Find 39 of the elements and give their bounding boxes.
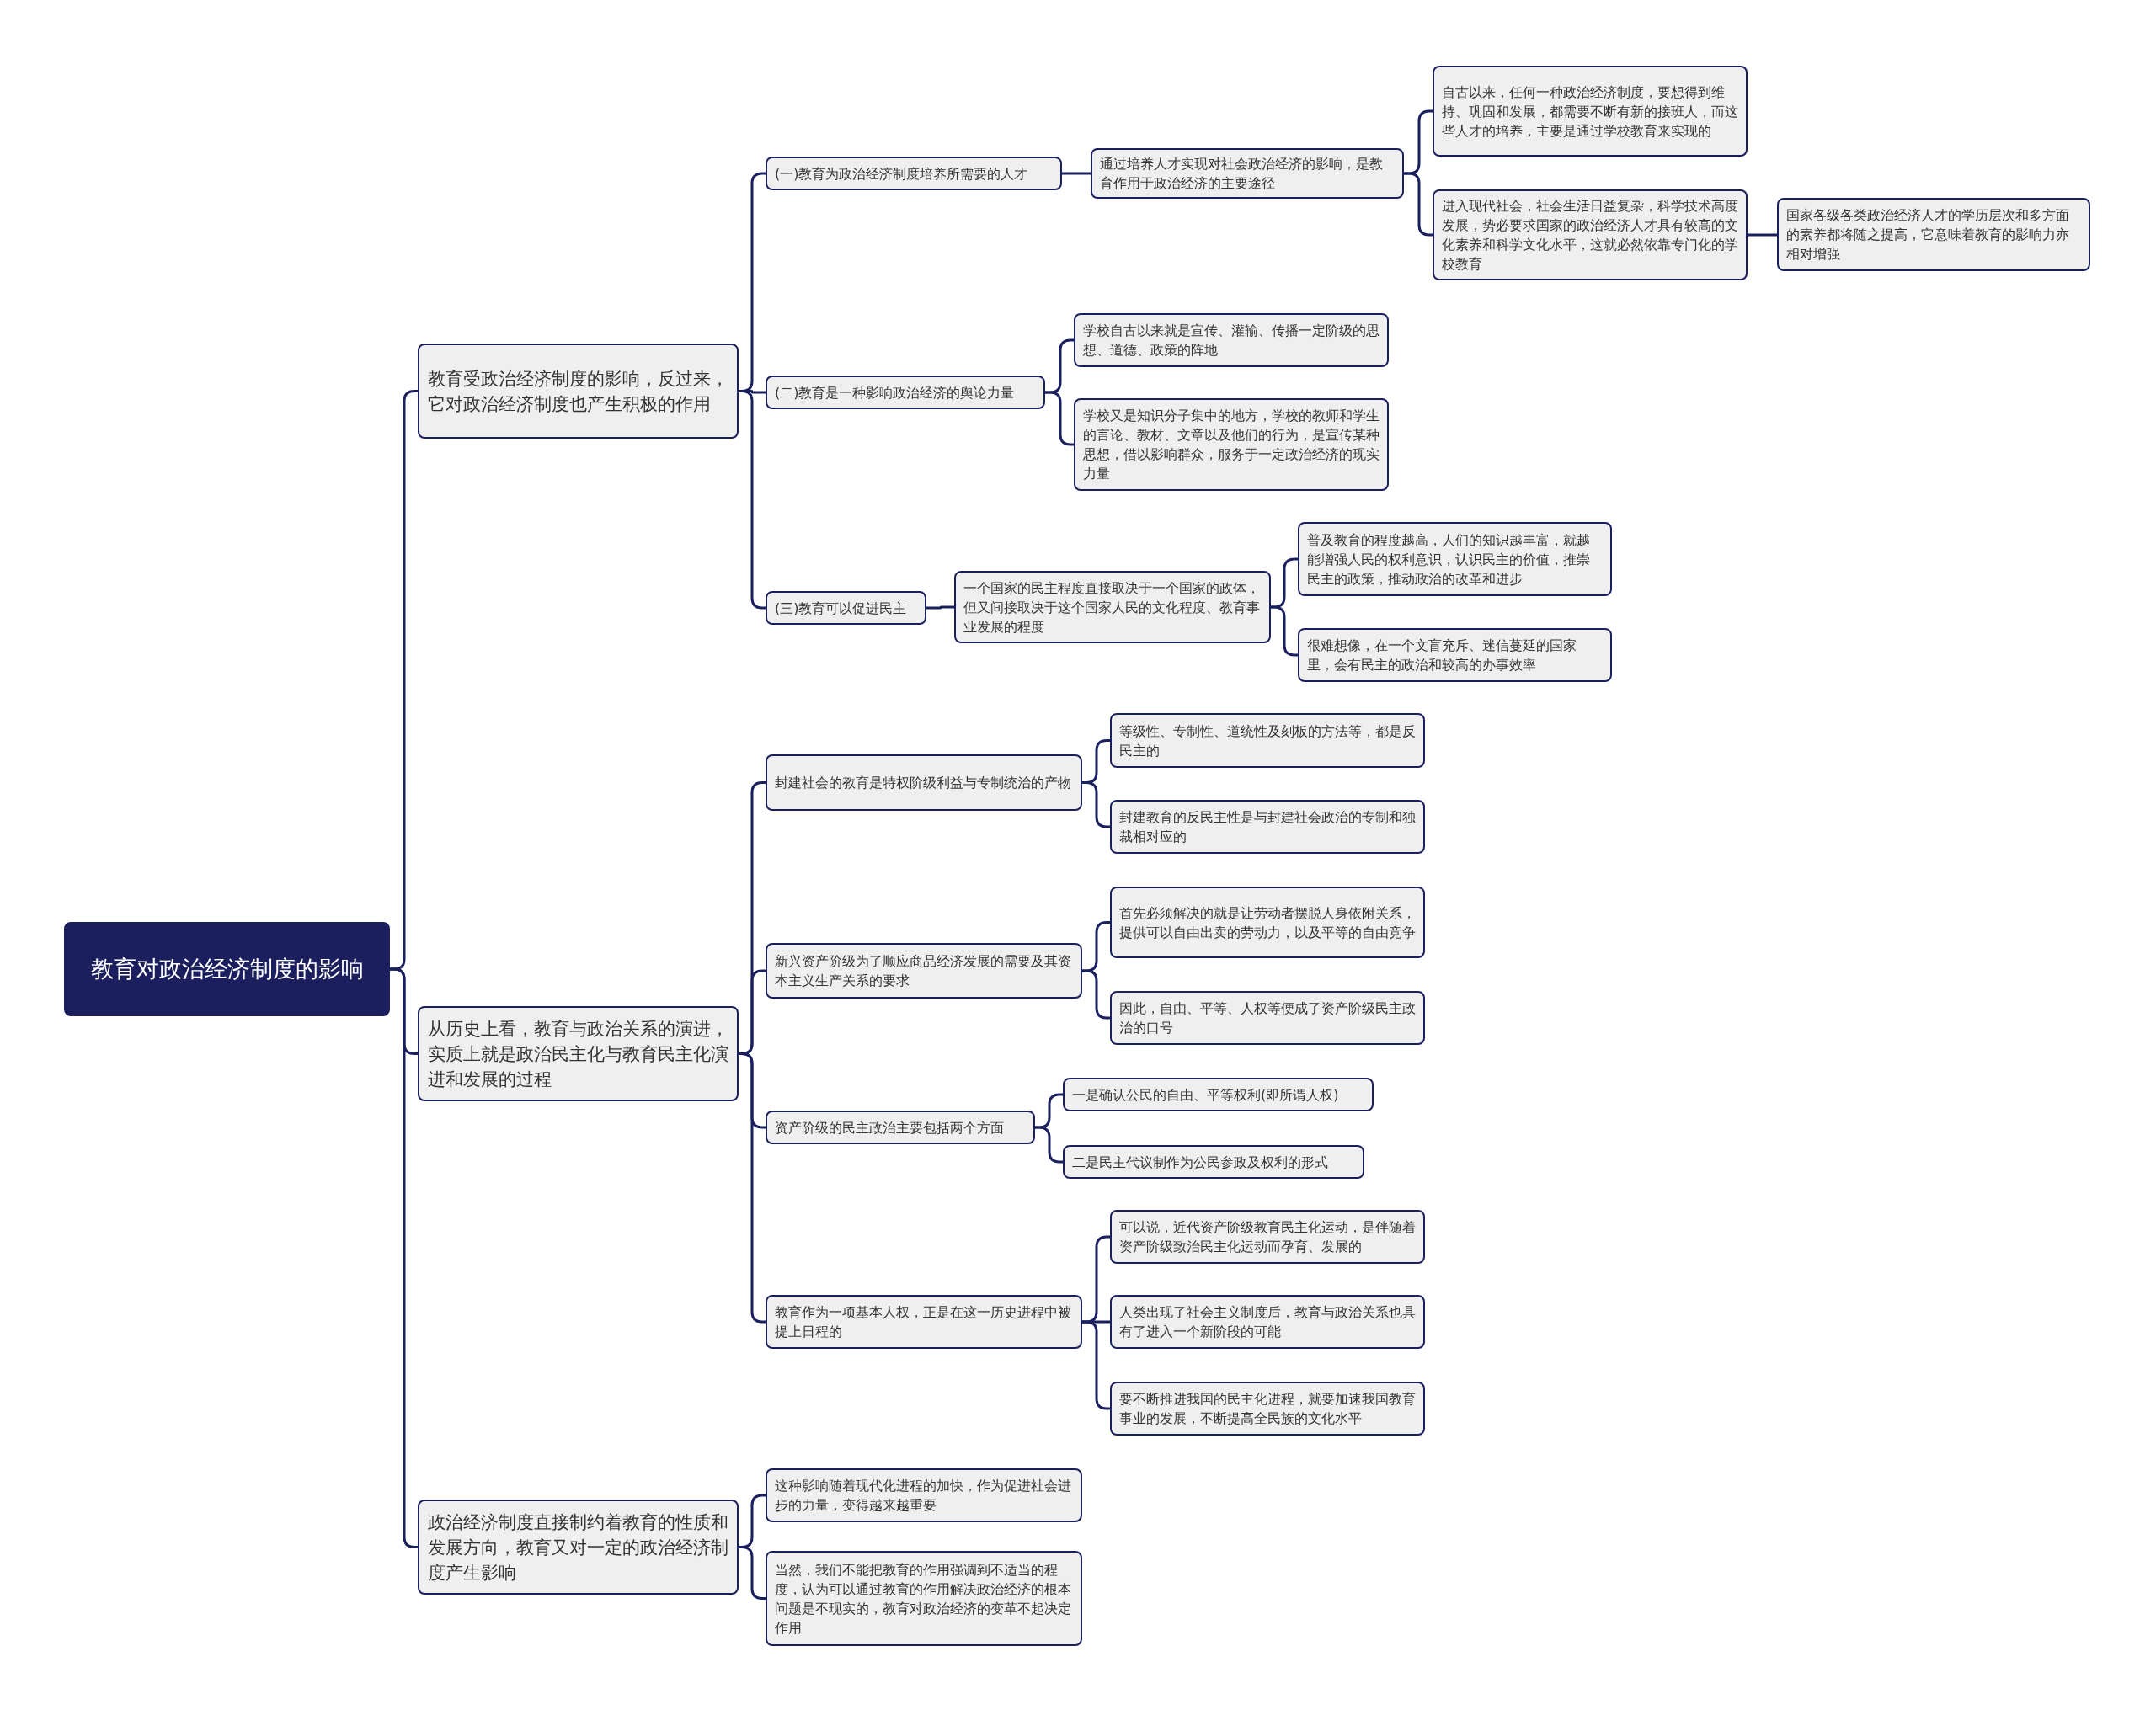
connector-line — [1035, 1126, 1063, 1164]
topic-box: 要不断推进我国的民主化进程，就要加速我国教育事业的发展，不断提高全民族的文化水平 — [1110, 1382, 1425, 1436]
topic-box: 自古以来，任何一种政治经济制度，要想得到维持、巩固和发展，都需要不断有新的接班人，而这些人才的培养，主要是通过学校教育来实现的 — [1433, 66, 1748, 157]
topic-box: 进入现代社会，社会生活日益复杂，科学技术高度发展，势必要求国家的政治经济人才具有较高的文化素养和科学文化水平，这就必然依靠专门化的学校教育 — [1433, 189, 1748, 280]
topic-box: 等级性、专制性、道统性及刻板的方法等，都是反民主的 — [1110, 713, 1425, 768]
topic-box: 封建教育的反民主性是与封建社会政治的专制和独裁相对应的 — [1110, 800, 1425, 854]
topic-box: 当然，我们不能把教育的作用强调到不适当的程度，认为可以通过教育的作用解决政治经济的根本问题是不现实的，教育对政治经济的变革不起决定作用 — [766, 1551, 1082, 1646]
topic-box: 教育受政治经济制度的影响，反过来，它对政治经济制度也产生积极的作用 — [418, 344, 739, 439]
topic-box: 一个国家的民主程度直接取决于一个国家的政体，但又间接取决于这个国家人民的文化程度、教育事业发展的程度 — [954, 571, 1271, 643]
topic-box: 这种影响随着现代化进程的加快，作为促进社会进步的力量，变得越来越重要 — [766, 1468, 1082, 1522]
topic-box: 可以说，近代资产阶级教育民主化运动，是伴随着资产阶级致治民主化运动而孕育、发展的 — [1110, 1210, 1425, 1264]
connector-line — [1271, 605, 1298, 657]
topic-box: 通过培养人才实现对社会政治经济的影响，是教育作用于政治经济的主要途径 — [1091, 148, 1404, 199]
topic-box: 普及教育的程度越高，人们的知识越丰富，就越能增强人民的权利意识，认识民主的价值，推崇民主的政策，推动政治的改革和进步 — [1298, 522, 1612, 596]
topic-box: 人类出现了社会主义制度后，教育与政治关系也具有了进入一个新阶段的可能 — [1110, 1295, 1425, 1349]
topic-box: 首先必须解决的就是让劳动者摆脱人身依附关系，提供可以自由出卖的劳动力，以及平等的自由竞争 — [1110, 887, 1425, 958]
topic-box: 一是确认公民的自由、平等权利(即所谓人权) — [1063, 1078, 1374, 1111]
connector-line — [1748, 233, 1777, 237]
topic-box: 因此，自由、平等、人权等便成了资产阶级民主政治的口号 — [1110, 991, 1425, 1045]
topic-box: 从历史上看，教育与政治关系的演进，实质上就是政治民主化与教育民主化演进和发展的过程 — [418, 1006, 739, 1101]
topic-box: 学校自古以来就是宣传、灌输、传播一定阶级的思想、道德、政策的阵地 — [1074, 313, 1389, 367]
topic-box: (三)教育可以促进民主 — [766, 591, 926, 625]
connector-line — [1062, 172, 1091, 175]
topic-box: 政治经济制度直接制约着教育的性质和发展方向，教育又对一定的政治经济制度产生影响 — [418, 1500, 739, 1595]
topic-box: 封建社会的教育是特权阶级利益与专制统治的产物 — [766, 754, 1082, 811]
topic-box: (二)教育是一种影响政治经济的舆论力量 — [766, 376, 1045, 409]
root-topic-box: 教育对政治经济制度的影响 — [64, 922, 390, 1016]
connector-line — [926, 605, 954, 610]
topic-box: 资产阶级的民主政治主要包括两个方面 — [766, 1111, 1035, 1144]
topic-box: 新兴资产阶级为了顺应商品经济发展的需要及其资本主义生产关系的要求 — [766, 943, 1082, 999]
connector-line — [1082, 781, 1110, 828]
topic-box: 学校又是知识分子集中的地方，学校的教师和学生的言论、教材、文章以及他们的行为，是宣传某种思想，借以影响群众，服务于一定政治经济的现实力量 — [1074, 398, 1389, 491]
topic-box: 国家各级各类政治经济人才的学历层次和多方面的素养都将随之提高，它意味着教育的影响力亦相对增强 — [1777, 198, 2090, 271]
topic-box: 教育作为一项基本人权，正是在这一历史进程中被提上日程的 — [766, 1295, 1082, 1349]
topic-box: (一)教育为政治经济制度培养所需要的人才 — [766, 157, 1062, 190]
topic-box: 二是民主代议制作为公民参政及权利的形式 — [1063, 1145, 1364, 1179]
topic-box: 很难想像，在一个文盲充斥、迷信蔓延的国家里，会有民主的政治和较高的办事效率 — [1298, 628, 1612, 682]
connector-line — [1045, 391, 1074, 446]
connector-line — [1082, 969, 1110, 1020]
